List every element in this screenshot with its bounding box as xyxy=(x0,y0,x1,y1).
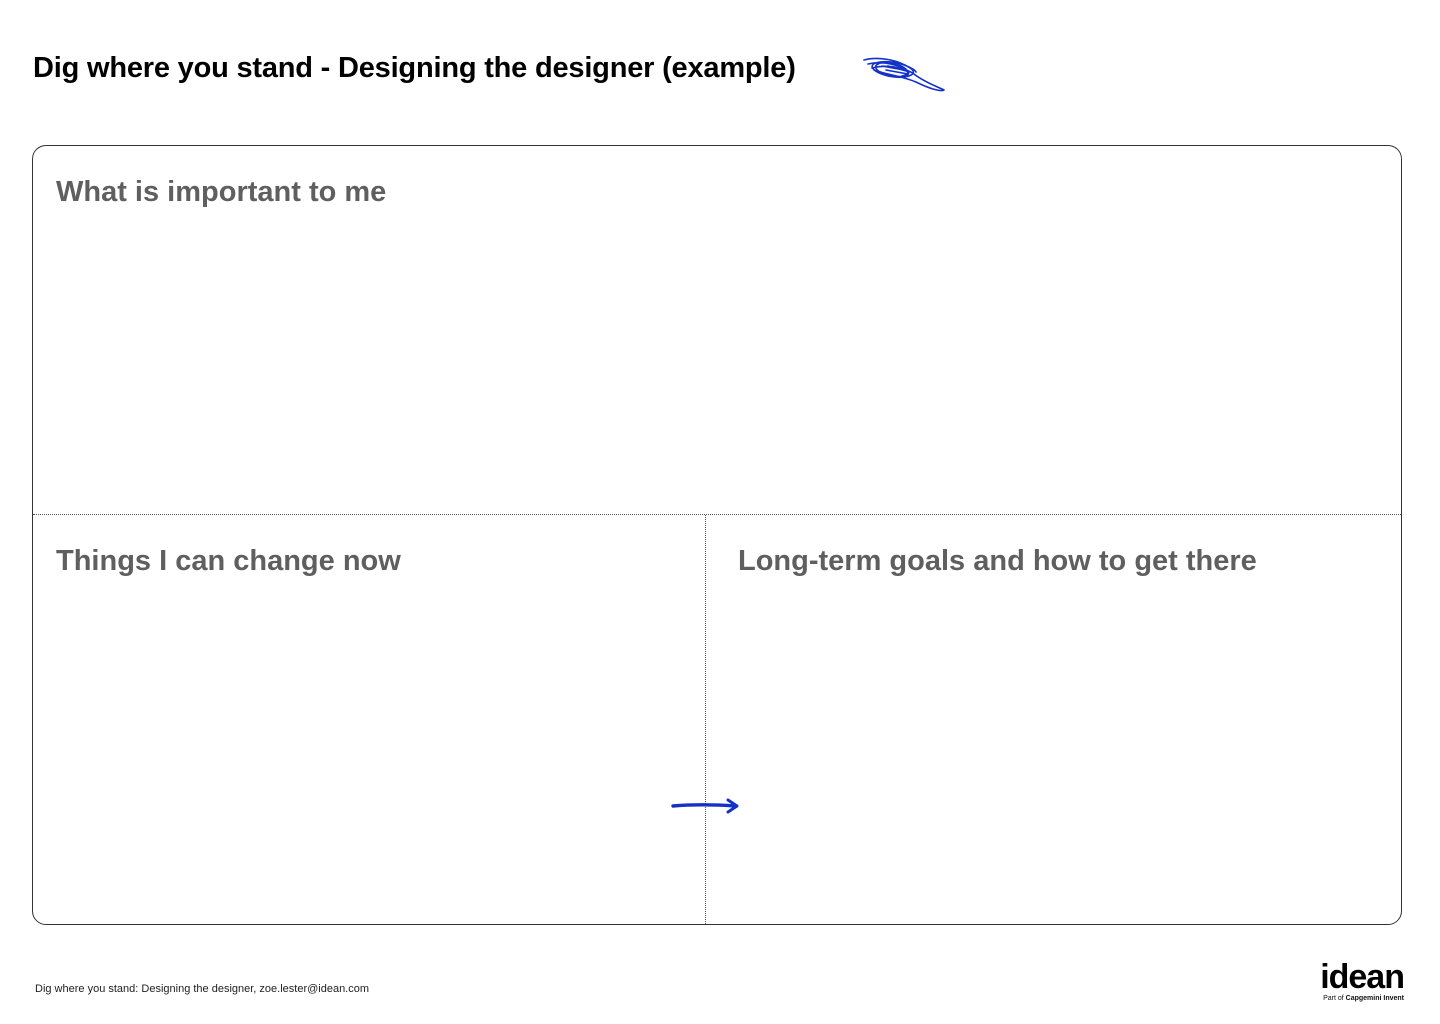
heading-change-now: Things I can change now xyxy=(56,545,401,577)
board: What is important to me Things I can cha… xyxy=(32,145,1402,925)
logo-sub-prefix: Part of xyxy=(1323,995,1344,1002)
arrow-right-icon xyxy=(671,798,739,814)
footer-note: Dig where you stand: Designing the desig… xyxy=(35,983,370,995)
idean-logo: idean Part of Capgemini Invent xyxy=(1320,958,1405,1002)
heading-important: What is important to me xyxy=(56,176,387,208)
logo-subtitle: Part of Capgemini Invent xyxy=(1320,995,1404,1002)
logo-sub-brand: Capgemini Invent xyxy=(1345,995,1404,1002)
page-title: Dig where you stand - Designing the desi… xyxy=(33,52,796,84)
vertical-divider xyxy=(705,515,706,924)
logo-wordmark: idean xyxy=(1320,958,1405,996)
heading-long-term-goals: Long-term goals and how to get there xyxy=(738,545,1257,577)
horizontal-divider xyxy=(33,514,1401,515)
scribble-icon xyxy=(863,57,945,92)
